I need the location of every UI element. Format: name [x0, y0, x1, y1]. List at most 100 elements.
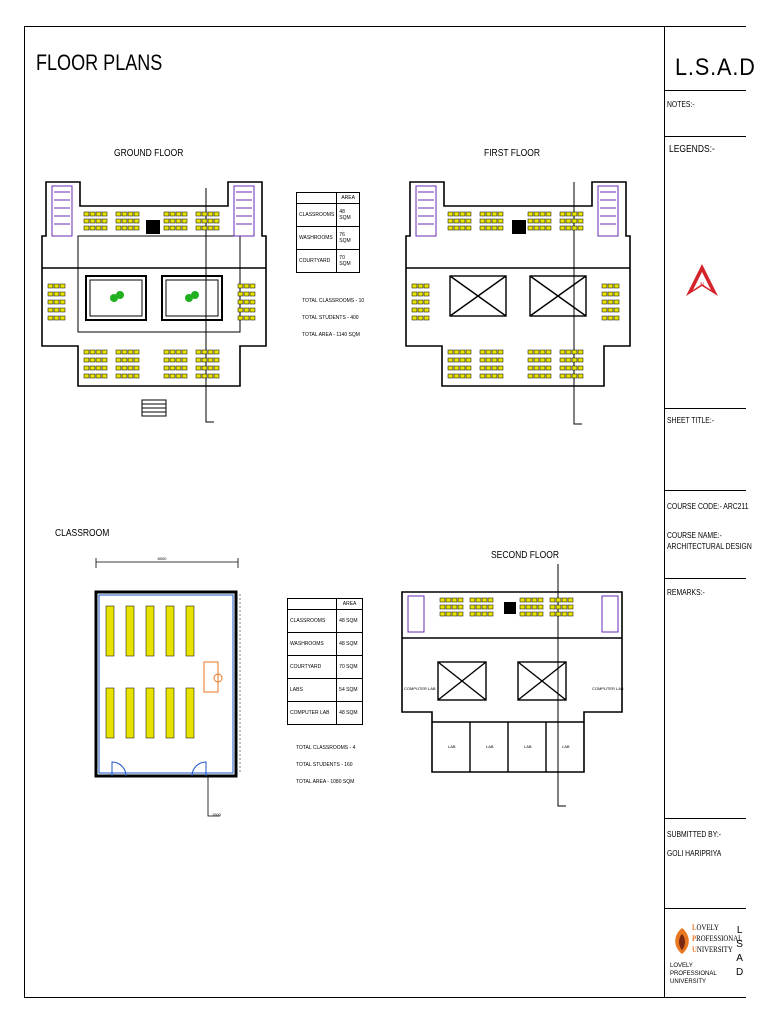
desk [133, 218, 140, 224]
desk [453, 373, 460, 379]
desk [133, 357, 140, 363]
desk [175, 365, 182, 371]
desk [465, 373, 472, 379]
desk [213, 225, 220, 231]
desk [459, 349, 466, 355]
desk [47, 283, 54, 289]
desk [83, 365, 90, 371]
desk [533, 373, 540, 379]
desk [533, 225, 540, 231]
desk [169, 357, 176, 363]
desk [559, 373, 566, 379]
desk [451, 604, 458, 610]
desk [181, 357, 188, 363]
first-floor-plan [405, 181, 631, 425]
course-name-label: COURSE NAME:- [667, 531, 722, 540]
desk [601, 283, 608, 289]
desk [479, 211, 486, 217]
desk [479, 218, 486, 224]
desk [243, 315, 250, 321]
desk [169, 349, 176, 355]
desk [465, 218, 472, 224]
desk [133, 349, 140, 355]
submitted-by-name: GOLI HARIPRIYA [667, 849, 722, 858]
desk [101, 373, 108, 379]
desk [453, 349, 460, 355]
desk [163, 373, 170, 379]
desk [175, 349, 182, 355]
desk [417, 315, 424, 321]
desk [417, 283, 424, 289]
desk [475, 597, 482, 603]
desk [485, 225, 492, 231]
desk [447, 365, 454, 371]
north-letter: N [700, 282, 704, 288]
desk [487, 611, 494, 617]
desk [201, 349, 208, 355]
desk [451, 597, 458, 603]
desk [491, 349, 498, 355]
desk [525, 611, 532, 617]
title-block-rule [664, 408, 746, 409]
lab-4-label: LAB [562, 744, 570, 749]
desk [127, 218, 134, 224]
desk [481, 597, 488, 603]
desk [539, 349, 546, 355]
desk [169, 211, 176, 217]
desk [519, 604, 526, 610]
vertical-brand-letters: L S A D [736, 925, 744, 978]
desk [479, 349, 486, 355]
desk [533, 349, 540, 355]
desk [447, 357, 454, 363]
desk [89, 365, 96, 371]
title-block-rule [664, 908, 746, 909]
desk [537, 604, 544, 610]
desk [571, 349, 578, 355]
desk [83, 357, 90, 363]
desk [181, 225, 188, 231]
desk [105, 605, 115, 657]
desk [95, 211, 102, 217]
desk [411, 291, 418, 297]
desk [105, 687, 115, 739]
title-block-rule [664, 136, 746, 137]
desk [571, 373, 578, 379]
desk [577, 218, 584, 224]
desk [89, 218, 96, 224]
desk [465, 357, 472, 363]
desk [89, 373, 96, 379]
desk [565, 349, 572, 355]
desk [59, 307, 66, 313]
university-line-2: PROFESSIONAL [692, 934, 743, 943]
desk [539, 225, 546, 231]
desk [447, 218, 454, 224]
desk [601, 315, 608, 321]
desk [175, 211, 182, 217]
desk [89, 349, 96, 355]
desk [497, 349, 504, 355]
desk [213, 357, 220, 363]
desk [95, 357, 102, 363]
desk [185, 687, 195, 739]
desk [83, 211, 90, 217]
desk [545, 211, 552, 217]
desk [121, 349, 128, 355]
desk [613, 299, 620, 305]
desk [545, 365, 552, 371]
lab-2-label: LAB [486, 744, 494, 749]
desk [453, 211, 460, 217]
desk [565, 211, 572, 217]
desk [175, 373, 182, 379]
desk [237, 299, 244, 305]
desk [163, 357, 170, 363]
desk [485, 349, 492, 355]
desk [59, 291, 66, 297]
desk [89, 357, 96, 363]
desk [169, 373, 176, 379]
desk [249, 307, 256, 313]
desk [459, 357, 466, 363]
submitted-by-label: SUBMITTED BY:- [667, 830, 722, 839]
brand-title: L.S.A.D [675, 54, 756, 81]
desk [601, 291, 608, 297]
desk [447, 225, 454, 231]
